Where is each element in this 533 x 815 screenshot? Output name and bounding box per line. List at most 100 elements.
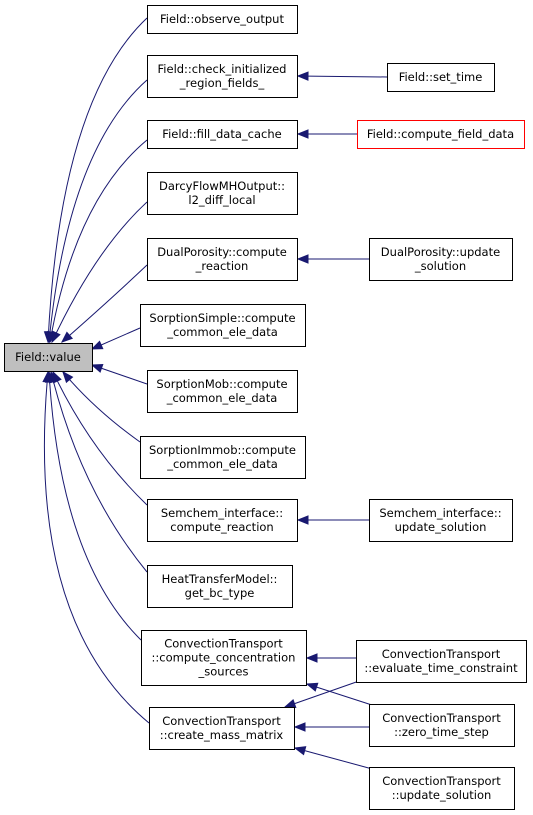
node-label-line: l2_diff_local <box>188 193 255 207</box>
node-box[interactable] <box>140 436 306 479</box>
node-label-line: ConvectionTransport <box>162 714 281 728</box>
node-conv-evaluate-time-constraint[interactable]: ConvectionTransport::evaluate_time_const… <box>356 640 527 683</box>
edge-conv-compute-conc-sources-to-field-value <box>44 370 142 641</box>
node-label-line: Semchem_interface:: <box>161 506 283 520</box>
edge-line <box>297 75 388 78</box>
node-darcy-l2-diff[interactable]: DarcyFlowMHOutput::l2_diff_local <box>147 172 298 215</box>
edge-darcy-l2-diff-to-field-value <box>51 201 148 344</box>
node-conv-zero-time-step[interactable]: ConvectionTransport::zero_time_step <box>369 704 515 747</box>
node-field-value[interactable]: Field::value <box>4 343 93 372</box>
arrowhead-icon <box>51 330 61 344</box>
node-label-line: ConvectionTransport <box>382 647 501 661</box>
node-box[interactable] <box>147 238 298 281</box>
node-sorption-simple[interactable]: SorptionSimple::compute_common_ele_data <box>140 304 306 347</box>
node-dual-update-solution[interactable]: DualPorosity::update_solution <box>369 238 513 281</box>
node-box[interactable] <box>357 120 525 149</box>
node-box[interactable] <box>141 630 307 686</box>
node-check-initialized[interactable]: Field::check_initialized_region_fields_ <box>147 55 298 98</box>
node-label-line: Field::value <box>15 350 81 364</box>
node-label-line: ConvectionTransport <box>164 637 283 651</box>
node-field-compute-field-data[interactable]: Field::compute_field_data <box>357 120 525 149</box>
edge-conv-zero-time-step-to-conv-create-mass-matrix <box>293 722 369 732</box>
edge-field-set-time-to-check-initialized <box>296 71 388 81</box>
edge-line <box>284 679 363 708</box>
edge-field-compute-field-data-to-fill-data-cache <box>296 129 357 139</box>
node-sorption-mob[interactable]: SorptionMob::compute_common_ele_data <box>147 370 298 413</box>
node-label-line: _common_ele_data <box>166 391 278 405</box>
node-label-line: Field::observe_output <box>160 12 284 26</box>
node-label-line: update_solution <box>395 520 487 534</box>
node-label-line: _common_ele_data <box>166 457 278 471</box>
arrowhead-icon <box>296 254 309 264</box>
edge-line <box>62 371 141 443</box>
edge-line <box>50 371 148 573</box>
node-dual-compute-reaction[interactable]: DualPorosity::compute_reaction <box>147 238 298 281</box>
edge-sorption-simple-to-field-value <box>90 327 141 350</box>
node-box[interactable] <box>147 55 298 98</box>
node-label-line: ConvectionTransport <box>382 774 501 788</box>
node-label-line: _region_fields_ <box>179 76 265 90</box>
node-box[interactable] <box>369 238 513 281</box>
node-box[interactable] <box>147 499 298 542</box>
node-label-line: HeatTransferModel:: <box>162 572 278 586</box>
arrowhead-icon <box>305 682 319 692</box>
node-label-line: ::compute_concentration <box>152 651 296 665</box>
node-box[interactable] <box>147 370 298 413</box>
node-box[interactable] <box>369 499 513 542</box>
node-label-line: SorptionMob::compute <box>156 377 287 391</box>
edge-line <box>43 371 150 724</box>
node-label-line: get_bc_type <box>185 586 255 600</box>
edge-line <box>47 17 148 343</box>
arrowhead-icon <box>42 370 52 383</box>
node-field-set-time[interactable]: Field::set_time <box>387 63 495 92</box>
edge-conv-zero-time-step-to-conv-compute-conc-sources <box>305 682 376 707</box>
node-box[interactable] <box>140 304 306 347</box>
node-box[interactable] <box>147 172 298 215</box>
edge-fill-data-cache-to-field-value <box>47 139 148 344</box>
arrowhead-icon <box>283 699 297 708</box>
node-sorption-immob[interactable]: SorptionImmob::compute_common_ele_data <box>140 436 306 479</box>
node-box[interactable] <box>149 707 295 750</box>
arrowhead-icon <box>296 129 309 139</box>
node-label-line: Field::compute_field_data <box>367 127 514 141</box>
node-label-line: ::create_mass_matrix <box>160 728 284 742</box>
node-box[interactable] <box>369 767 515 810</box>
node-label-line: Field::check_initialized <box>158 62 287 76</box>
edge-sorption-mob-to-field-value <box>90 363 148 385</box>
node-label-line: Field::set_time <box>399 70 483 84</box>
node-box[interactable] <box>147 120 298 149</box>
node-label-line: _common_ele_data <box>166 325 278 339</box>
node-label-line: SorptionSimple::compute <box>149 311 295 325</box>
arrowhead-icon <box>293 746 307 756</box>
node-observe-output[interactable]: Field::observe_output <box>147 5 298 34</box>
arrowhead-icon <box>90 340 104 350</box>
node-semchem-compute-reaction[interactable]: Semchem_interface::compute_reaction <box>147 499 298 542</box>
edge-check-initialized-to-field-value <box>45 79 148 344</box>
node-label-line: _solution <box>414 259 466 273</box>
node-conv-update-solution[interactable]: ConvectionTransport::update_solution <box>369 767 515 810</box>
node-box[interactable] <box>356 640 527 683</box>
edge-line <box>48 371 142 641</box>
node-label-line: SorptionImmob::compute <box>149 443 296 457</box>
node-box[interactable] <box>4 343 93 372</box>
node-semchem-update-solution[interactable]: Semchem_interface::update_solution <box>369 499 513 542</box>
node-conv-create-mass-matrix[interactable]: ConvectionTransport::create_mass_matrix <box>149 707 295 750</box>
node-label-line: Semchem_interface:: <box>379 506 501 520</box>
node-box[interactable] <box>387 63 495 92</box>
edge-sorption-immob-to-field-value <box>62 370 141 443</box>
node-conv-compute-conc-sources[interactable]: ConvectionTransport::compute_concentrati… <box>141 630 307 686</box>
edge-line <box>51 201 148 343</box>
edge-line <box>61 264 148 343</box>
node-box[interactable] <box>147 5 298 34</box>
edge-line <box>48 79 148 343</box>
node-fill-data-cache[interactable]: Field::fill_data_cache <box>147 120 298 149</box>
arrowhead-icon <box>305 653 318 663</box>
edge-conv-create-mass-matrix-to-field-value <box>42 370 150 724</box>
node-label-line: _reaction <box>195 259 249 273</box>
edge-semchem-update-solution-to-semchem-compute-reaction <box>296 515 369 525</box>
node-box[interactable] <box>369 704 515 747</box>
edge-layer <box>42 17 388 771</box>
node-heat-get-bc-type[interactable]: HeatTransferModel::get_bc_type <box>147 565 293 608</box>
node-box[interactable] <box>147 565 293 608</box>
edge-heat-get-bc-type-to-field-value <box>48 370 148 573</box>
